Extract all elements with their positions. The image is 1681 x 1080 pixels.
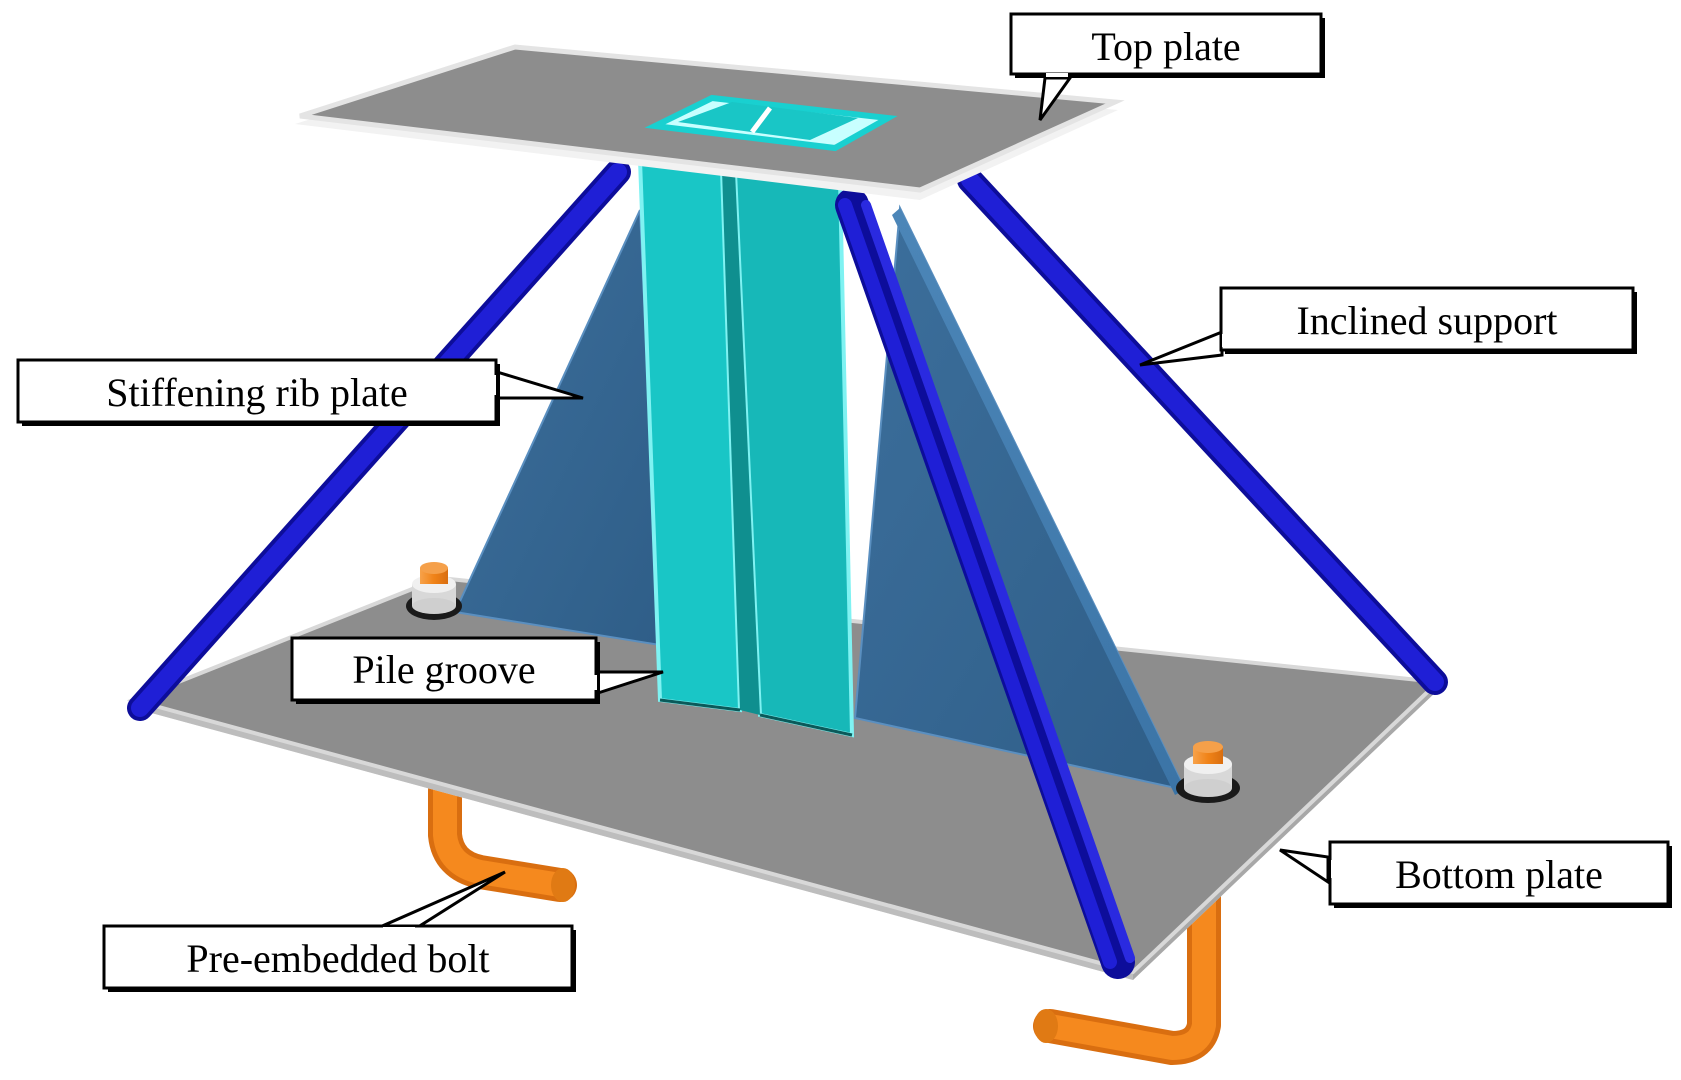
bolt-head-left <box>406 562 462 620</box>
label-pre-embedded-bolt: Pre-embedded bolt <box>186 936 489 981</box>
top-plate <box>295 44 1125 200</box>
callout-bottom-plate: Bottom plate <box>1279 840 1672 908</box>
label-top-plate: Top plate <box>1091 24 1240 69</box>
inclined-support <box>127 159 1448 979</box>
callout-stiffening-rib-plate: Stiffening rib plate <box>16 358 584 426</box>
label-stiffening-rib-plate: Stiffening rib plate <box>106 370 407 415</box>
label-bottom-plate: Bottom plate <box>1395 852 1603 897</box>
callout-pre-embedded-bolt: Pre-embedded bolt <box>102 870 576 992</box>
callout-inclined-support: Inclined support <box>1139 286 1637 367</box>
pre-embedded-bolt-right <box>1033 873 1221 1065</box>
bolt-head-right <box>1176 741 1240 803</box>
pile-groove <box>637 157 855 738</box>
pre-embedded-bolt-left <box>428 773 577 902</box>
label-inclined-support: Inclined support <box>1296 298 1557 343</box>
callout-top-plate: Top plate <box>1009 12 1325 121</box>
stiffening-rib-plate <box>453 204 1187 795</box>
callout-pile-groove: Pile groove <box>290 636 664 704</box>
label-pile-groove: Pile groove <box>352 647 535 692</box>
